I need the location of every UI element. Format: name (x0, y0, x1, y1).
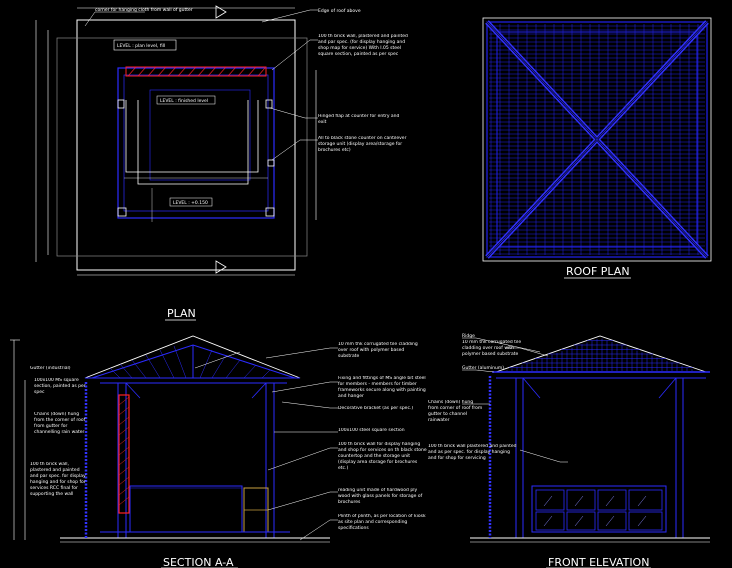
section-note: 100x100 steel square section (338, 428, 405, 433)
front-elevation-title: FRONT ELEVATION (548, 556, 649, 568)
section-marker-icon (215, 260, 227, 274)
kiosk-outline (117, 67, 275, 219)
plan-note: Edge of roof above (318, 8, 361, 14)
plan-note: Hinged flap at counter for entry and exi… (318, 114, 400, 125)
roof-outline (482, 17, 712, 262)
brick-wall-hatch (118, 394, 130, 514)
elevation-note: Gutter (aluminum) (462, 365, 504, 371)
front-elevation-view: Ridge 10 mm thk corrugated tile cladding… (428, 333, 710, 568)
section-note-left: Chains (down) hung from the corner of ro… (34, 412, 86, 435)
column-right (675, 377, 684, 539)
roof-edge-outline (76, 19, 296, 271)
roof-plan-view: ROOF PLAN (482, 17, 712, 279)
column-right (265, 382, 275, 539)
elevation-note: 10 mm thk corrugated tile cladding over … (462, 340, 522, 357)
counter (129, 485, 243, 533)
elevation-note: Chains (down) hung from corner of roof f… (428, 400, 483, 423)
section-note: Decorative bracket (as per spec.) (338, 406, 414, 411)
section-note: Fixing and fittings of MS angle bit stee… (338, 376, 426, 399)
section-note: 10 mm thk corrugated tile cladding over … (338, 342, 418, 359)
section-title: SECTION A-A (163, 556, 234, 568)
plan-level-label: LEVEL : plan level, fill (117, 43, 165, 49)
plan-note: 100 th brick wall, plastered and painted… (318, 34, 408, 57)
section-note-left: Gutter (industrial) (30, 366, 71, 371)
section-note: Plinth of plinth, as per location of kio… (338, 514, 426, 531)
plan-note: All to black stone counter on cantilever… (318, 136, 407, 153)
plan-level-label: LEVEL : +0.150 (173, 200, 208, 206)
roof-plan-title: ROOF PLAN (566, 265, 630, 278)
elevation-note: Ridge (462, 333, 475, 339)
plan-dimension-frame (56, 37, 308, 257)
section-view: Gutter (industrial) 100x100 MS square se… (10, 335, 427, 568)
section-marker-icon (215, 5, 227, 19)
plan-view: LEVEL : plan level, fill LEVEL : finishe… (35, 5, 408, 321)
section-note: 100 th brick wall for display hanging an… (338, 442, 427, 471)
plan-title: PLAN (167, 307, 196, 320)
section-note-left: 100 th brick wall, plastered and painted… (30, 462, 86, 497)
section-note-left: 100x100 MS square section, painted as pe… (34, 378, 86, 395)
plan-note: corner for hanging cloth from wall of gu… (95, 7, 193, 13)
elevation-note: 100 th brick wall plastered and painted … (428, 444, 517, 461)
counter-front (531, 485, 667, 533)
section-note: reading unit made of hardwood ply wood w… (338, 488, 423, 505)
plan-level-label: LEVEL : finished level (160, 98, 208, 104)
